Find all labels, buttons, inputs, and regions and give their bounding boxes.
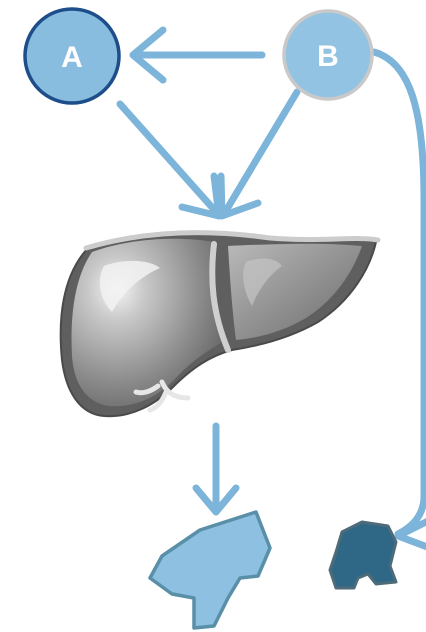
arrow-liver-to-tumor bbox=[196, 426, 236, 512]
node-b: B bbox=[284, 11, 372, 99]
tumor-dark-shape bbox=[330, 522, 396, 588]
arrow-b-to-liver bbox=[221, 92, 297, 216]
arrow-a-to-liver bbox=[120, 104, 219, 216]
liver-illustration bbox=[61, 233, 378, 417]
tumor-light bbox=[150, 512, 270, 628]
arrow-b-to-a bbox=[133, 30, 262, 80]
arrow-b-to-dark-tumor bbox=[374, 52, 426, 548]
tumor-light-shape bbox=[150, 512, 270, 628]
node-a: A bbox=[25, 9, 119, 103]
node-a-label: A bbox=[61, 41, 83, 74]
tumor-dark bbox=[330, 522, 396, 588]
node-b-label: B bbox=[317, 40, 339, 73]
